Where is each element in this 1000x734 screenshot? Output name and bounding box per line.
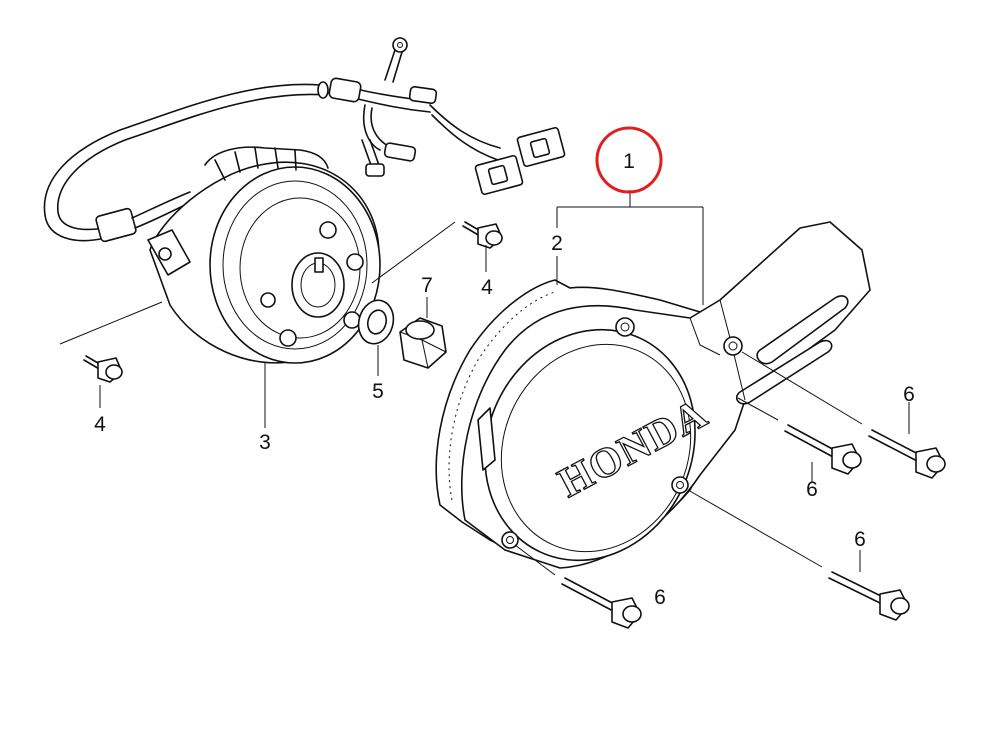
leader-lines [59, 190, 910, 576]
callout-4-lower: 4 [94, 413, 106, 436]
callout-6-right-lower: 6 [854, 528, 866, 551]
bolt-6-a [561, 577, 642, 629]
flange-nut [399, 317, 447, 369]
connector-coupler-lower [474, 154, 524, 196]
bolt-6-d [868, 429, 946, 479]
washer [357, 299, 395, 345]
connector-coupler-upper [516, 126, 566, 168]
bolt-4-upper [462, 221, 503, 249]
callout-1: 1 [623, 150, 635, 173]
callout-6-bottom: 6 [654, 586, 666, 609]
crankcase-cover-assembly: HONDA [435, 221, 871, 569]
highlight-circle [595, 126, 663, 194]
callout-3: 3 [259, 431, 271, 454]
callout-labels: 1 2 3 4 4 5 6 6 6 6 7 [94, 150, 915, 609]
flywheel-rotor [147, 146, 381, 364]
bolt-6-c [784, 424, 862, 475]
bolt-4-lower [83, 355, 123, 383]
callout-6-middle: 6 [806, 478, 818, 501]
callout-2: 2 [551, 232, 563, 255]
callout-7: 7 [421, 274, 433, 297]
callout-5: 5 [372, 380, 384, 403]
bolt-6-b [828, 571, 910, 621]
callout-4-upper: 4 [481, 276, 493, 299]
wire-harness [43, 37, 566, 243]
callout-6-right-upper: 6 [903, 383, 915, 406]
